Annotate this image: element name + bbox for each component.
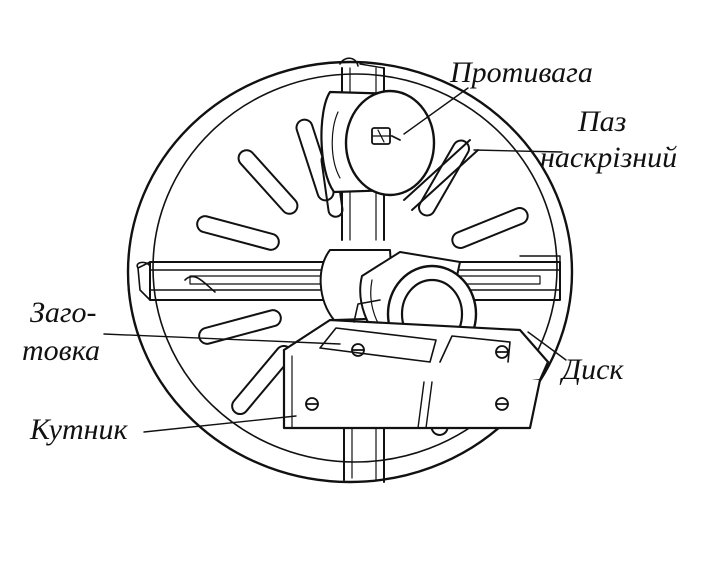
label-slot-line2: наскрізний <box>540 141 678 174</box>
bolt-icon <box>306 398 318 410</box>
label-workpiece-line1: Заго- <box>30 296 97 329</box>
through-slot <box>416 138 472 219</box>
fixing-rail <box>412 150 478 210</box>
fixing-rail <box>404 140 470 200</box>
leader-disk <box>528 332 566 360</box>
through-slot <box>235 147 300 217</box>
through-slot <box>195 214 280 251</box>
through-slot <box>450 206 530 251</box>
label-disk: Диск <box>562 353 624 386</box>
angle-bracket <box>284 300 548 428</box>
leader-angle-bracket <box>144 416 296 432</box>
bolts <box>306 344 508 410</box>
faceplate-disk-inner-rim <box>153 74 557 462</box>
label-slot-line1: Паз <box>578 105 627 138</box>
counterweight-cylinder <box>321 91 434 195</box>
label-counterweight: Противага <box>450 56 593 89</box>
bolt-icon <box>496 346 508 358</box>
label-angle-bracket: Кутник <box>30 413 128 446</box>
bolt-icon <box>352 344 364 356</box>
label-workpiece-line2: товка <box>22 334 100 367</box>
faceplate-disk-outline <box>128 62 572 482</box>
leader-workpiece <box>104 334 340 344</box>
leader-slot <box>474 150 562 152</box>
leader-counterweight <box>404 88 468 134</box>
bolt-icon <box>496 398 508 410</box>
leader-lines <box>104 88 566 432</box>
